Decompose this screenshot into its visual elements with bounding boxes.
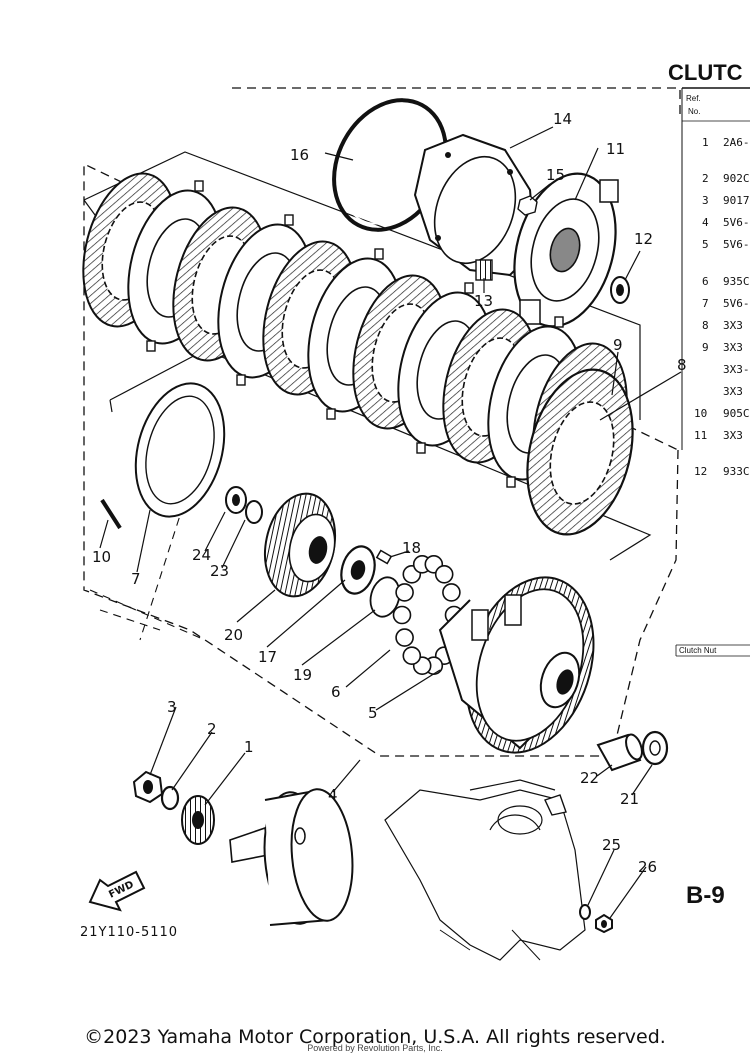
callout-22: 22 [580, 769, 599, 787]
callout-23: 23 [210, 562, 229, 580]
crankcase [384, 779, 586, 961]
assembly-boundary [83, 87, 681, 757]
collar [596, 733, 643, 772]
callout-3: 3 [167, 698, 177, 716]
primary-driven-gear [264, 492, 336, 598]
bolt-26 [595, 913, 613, 934]
thrust-washer [641, 730, 669, 766]
ball [395, 583, 414, 602]
callout-13: 13 [474, 292, 493, 310]
page-title: CLUTC [668, 60, 743, 85]
powered-by-credit: Powered by Revolution Parts, Inc. [307, 1043, 443, 1053]
callout-7: 7 [131, 570, 141, 588]
washer-25 [579, 904, 591, 920]
table-part-5: 935C [723, 275, 750, 288]
table-ref-5: 6 [702, 275, 709, 288]
table-ref-8: 9 [702, 341, 709, 354]
table-part-0: 2A6- [723, 136, 750, 149]
callout-18: 18 [402, 539, 421, 557]
table-ref-6: 7 [702, 297, 709, 310]
table-part-9: 3X3- [723, 363, 750, 376]
bearing [610, 276, 630, 304]
table-note: Clutch Nut [679, 646, 717, 655]
pin [375, 549, 393, 565]
table-part-7: 3X3 [723, 319, 743, 332]
primary-drive-gear [181, 795, 215, 845]
callout-2: 2 [207, 720, 217, 738]
callout-26: 26 [638, 858, 657, 876]
ball [395, 628, 414, 647]
callout-12: 12 [634, 230, 653, 248]
table-part-10: 3X3 [723, 385, 743, 398]
ball [392, 605, 412, 625]
table-ref-7: 8 [702, 319, 709, 332]
leader-lines [99, 126, 682, 919]
spring-nut [517, 195, 538, 216]
table-part-4: 5V6- [723, 238, 750, 251]
crankshaft [229, 788, 354, 926]
parts-table: Ref. No. 1 2A6- 2 902C 3 9017 4 5V6- 5 5V6- 6 935C 7… [675, 87, 750, 657]
callout-25: 25 [602, 836, 621, 854]
pressure-plate-lower [134, 382, 226, 518]
callout-1: 1 [244, 738, 254, 756]
ball [434, 564, 454, 584]
callout-labels: 1 2 3 4 5 6 7 8 9 10 11 12 13 14 15 16 1… [92, 110, 687, 876]
table-part-11: 905C [723, 407, 750, 420]
callout-9: 9 [613, 336, 623, 354]
callout-20: 20 [224, 626, 243, 644]
table-part-13: 933C [723, 465, 750, 478]
diagram-code: 21Y110-5110 [80, 925, 178, 940]
friction-plate-outer [526, 368, 634, 536]
callout-5: 5 [368, 704, 378, 722]
callout-16: 16 [290, 146, 309, 164]
clutch-plate-17 [340, 545, 376, 595]
clutch-boss [513, 172, 619, 328]
callout-8: 8 [677, 356, 687, 374]
callout-10: 10 [92, 548, 111, 566]
table-ref-2: 3 [702, 194, 709, 207]
clutch-plate-stack [82, 172, 634, 536]
table-ref-11: 10 [694, 407, 707, 420]
callout-15: 15 [546, 166, 565, 184]
ball [442, 583, 461, 602]
table-head-no: No. [688, 107, 700, 116]
table-ref-1: 2 [702, 172, 709, 185]
table-ref-0: 1 [702, 136, 709, 149]
clutch-housing [438, 576, 595, 754]
table-ref-12: 11 [694, 429, 707, 442]
table-part-2: 9017 [723, 194, 750, 207]
callout-14: 14 [553, 110, 572, 128]
table-part-8: 3X3 [723, 341, 743, 354]
table-ref-3: 4 [702, 216, 709, 229]
fwd-arrow-icon: FWD [88, 870, 146, 912]
page-id: B-9 [686, 882, 725, 909]
callout-17: 17 [258, 648, 277, 666]
callout-11: 11 [606, 140, 625, 158]
clutch-spring [475, 259, 493, 281]
nut-3 [132, 770, 164, 804]
callout-4: 4 [328, 786, 338, 804]
o-ring [369, 576, 401, 618]
callout-19: 19 [293, 666, 312, 684]
callout-6: 6 [331, 683, 341, 701]
table-ref-4: 5 [702, 238, 709, 251]
washer-and-nut [225, 486, 263, 524]
ball [402, 646, 422, 666]
callout-24: 24 [192, 546, 211, 564]
table-part-1: 902C [723, 172, 750, 185]
copyright-notice: ©2023 Yamaha Motor Corporation, U.S.A. A… [84, 1026, 666, 1048]
push-rod [100, 498, 122, 530]
callout-21: 21 [620, 790, 639, 808]
table-part-3: 5V6- [723, 216, 750, 229]
washer-2 [160, 785, 180, 811]
table-part-6: 5V6- [723, 297, 750, 310]
table-ref-13: 12 [694, 465, 707, 478]
table-head-ref: Ref. [686, 94, 701, 103]
table-part-12: 3X3 [723, 429, 743, 442]
